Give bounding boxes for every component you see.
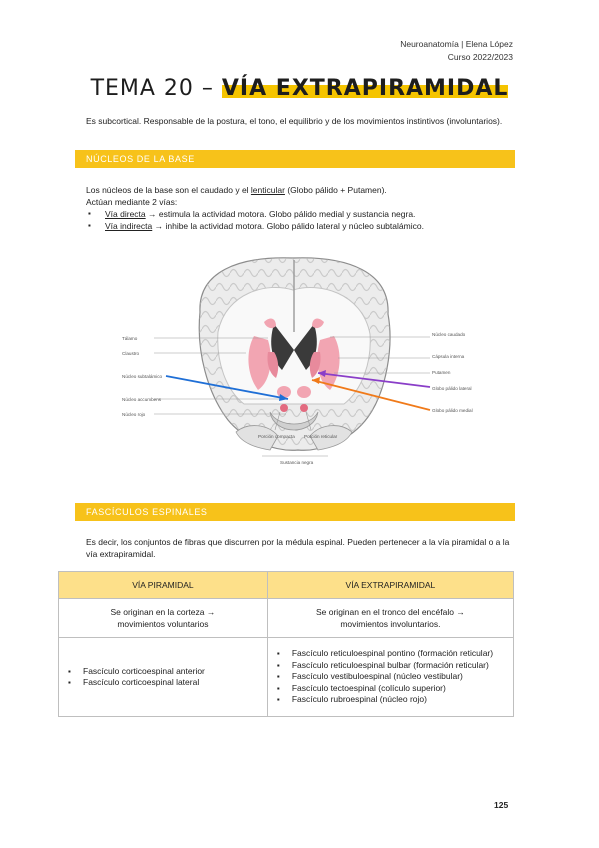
section-heading-nucleos: NÚCLEOS DE LA BASE xyxy=(75,150,515,168)
page-title: TEMA 20 – VÍA EXTRAPIRAMIDAL xyxy=(0,76,599,101)
fasciculos-table: VÍA PIRAMIDAL VÍA EXTRAPIRAMIDAL Se orig… xyxy=(58,571,515,717)
via-name: Vía indirecta xyxy=(105,221,153,231)
putamen-left xyxy=(248,336,271,390)
extrapiramidal-list: Fascículo reticuloespinal pontino (forma… xyxy=(269,648,512,706)
piramidal-list: Fascículo corticoespinal anterior Fascíc… xyxy=(60,666,266,689)
page-number: 125 xyxy=(494,800,509,810)
via-description: → estimula la actividad motora. Globo pá… xyxy=(145,209,416,219)
label-nucleo-accumbens: Núcleo accumbens xyxy=(122,397,162,402)
list-item: Fascículo corticoespinal anterior xyxy=(66,666,260,678)
title-highlight: VÍA EXTRAPIRAMIDAL xyxy=(221,76,509,101)
list-item: Fascículo rubroespinal (núcleo rojo) xyxy=(275,694,506,706)
label-nucleo-rojo: Núcleo rojo xyxy=(122,412,146,417)
list-item: Fascículo tectoespinal (colículo superio… xyxy=(275,683,506,695)
nucleos-line1: Los núcleos de la base son el caudado y … xyxy=(86,184,516,196)
list-item: Vía directa → estimula la actividad moto… xyxy=(86,208,424,220)
extrapiramidal-cell: Fascículo reticuloespinal pontino (forma… xyxy=(266,637,515,717)
label-nucleo-subtalamico: Núcleo subtalámico xyxy=(122,374,163,379)
header-via-extrapiramidal: VÍA EXTRAPIRAMIDAL xyxy=(266,571,515,599)
via-name: Vía directa xyxy=(105,209,146,219)
label-talamo: Tálamo xyxy=(122,336,138,341)
list-item: Vía indirecta → inhibe la actividad moto… xyxy=(86,220,424,232)
label-nucleo-caudado: Núcleo caudado xyxy=(432,332,466,337)
orange-arrow xyxy=(311,379,431,411)
putamen-right xyxy=(317,336,340,390)
purple-arrow xyxy=(317,372,431,388)
blue-arrow xyxy=(165,375,289,400)
via-description: → inhibe la actividad motora. Globo páli… xyxy=(152,221,424,231)
title-prefix: TEMA 20 – xyxy=(90,76,222,101)
table-header-row: VÍA PIRAMIDAL VÍA EXTRAPIRAMIDAL xyxy=(58,571,515,599)
list-item: Fascículo reticuloespinal pontino (forma… xyxy=(275,648,506,660)
label-porcion-reticular: Porción reticular xyxy=(304,434,338,439)
line1-b: (Globo pálido + Putamen). xyxy=(284,185,387,195)
section-heading-fasciculos: FASCÍCULOS ESPINALES xyxy=(75,503,515,521)
fasciculos-intro: Es decir, los conjuntos de fibras que di… xyxy=(86,537,510,559)
label-claustro: Claustro xyxy=(122,351,140,356)
label-capsula-interna: Cápsula interna xyxy=(432,354,465,359)
origin-piramidal: Se originan en la corteza → movimientos … xyxy=(58,598,268,638)
intro-paragraph: Es subcortical. Responsable de la postur… xyxy=(86,116,503,126)
list-item: Fascículo vestibuloespinal (núcleo vesti… xyxy=(275,671,506,683)
label-porcion-compacta: Porción compacta xyxy=(258,434,295,439)
label-sustancia-negra: Sustancia negra xyxy=(280,460,314,465)
label-globo-palido-medial: Globo pálido medial xyxy=(432,408,473,413)
table-row: Se originan en la corteza → movimientos … xyxy=(58,598,515,638)
vias-list: Vía directa → estimula la actividad moto… xyxy=(86,208,424,232)
label-globo-palido-lateral: Globo pálido lateral xyxy=(432,386,472,391)
nucleos-line2: Actúan mediante 2 vías: xyxy=(86,197,178,207)
list-item: Fascículo reticuloespinal bulbar (formac… xyxy=(275,660,506,672)
lenticular-term: lenticular xyxy=(250,185,285,195)
brain-coronal-figure: Tálamo Claustro Núcleo subtalámico Núcle… xyxy=(122,257,473,465)
header-year: Curso 2022/2023 xyxy=(447,52,513,62)
origin-extrapiramidal: Se originan en el tronco del encéfalo → … xyxy=(266,598,515,638)
line1-a: Los núcleos de la base son el caudado y … xyxy=(86,185,251,195)
header-via-piramidal: VÍA PIRAMIDAL xyxy=(58,571,268,599)
label-putamen: Putamen xyxy=(432,370,451,375)
piramidal-cell: Fascículo corticoespinal anterior Fascíc… xyxy=(58,637,268,717)
list-item: Fascículo corticoespinal lateral xyxy=(66,677,260,689)
header-course: Neuroanatomía | Elena López xyxy=(400,39,513,49)
table-row: Fascículo corticoespinal anterior Fascíc… xyxy=(58,637,515,717)
